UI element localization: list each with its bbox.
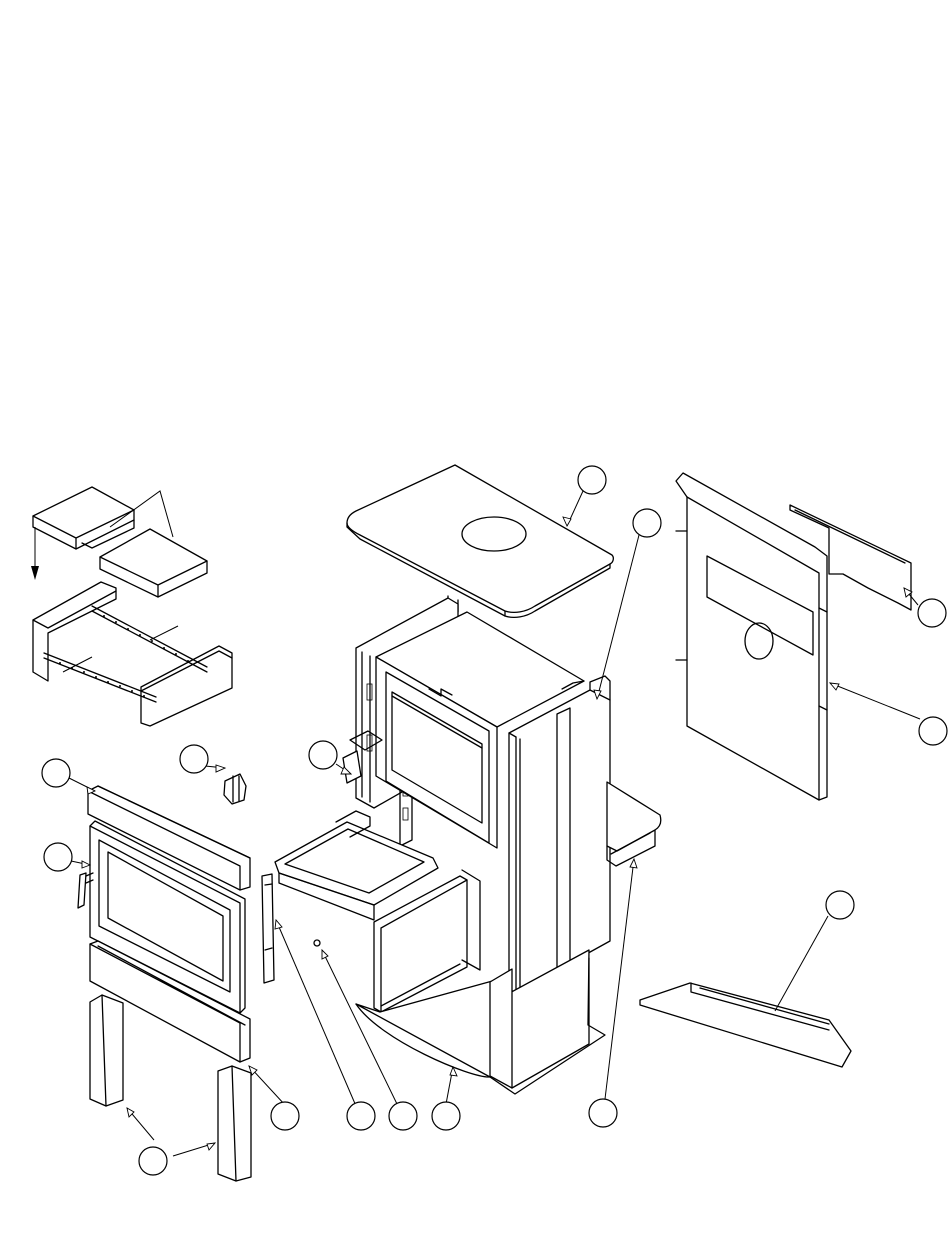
callout-legs	[139, 1147, 167, 1175]
callout-rear-heat-shield	[919, 717, 947, 745]
callout-ash-tray	[389, 1102, 417, 1130]
firebox-body	[275, 598, 661, 1094]
firebrick-grate-assembly	[31, 487, 232, 726]
callout-heat-shield-upper	[918, 599, 946, 627]
ash-lip-deflector	[640, 983, 851, 1067]
callout-side-panel	[633, 509, 661, 537]
callout-pedestal-base	[432, 1102, 460, 1130]
callout-top-panel	[578, 466, 606, 494]
door-trim-assembly	[78, 731, 382, 1181]
callout-side-panel-lower	[589, 1099, 617, 1127]
callout-door-assembly	[44, 843, 72, 871]
callout-door-latch	[180, 745, 208, 773]
callout-control-assembly	[309, 741, 337, 769]
callout-door-hinge	[347, 1102, 375, 1130]
top-panel	[347, 465, 613, 617]
callout-top-trim	[42, 759, 70, 787]
callout-lower-trim	[271, 1102, 299, 1130]
rear-heat-shield	[676, 473, 911, 800]
callout-ash-lip-deflector	[826, 891, 854, 919]
